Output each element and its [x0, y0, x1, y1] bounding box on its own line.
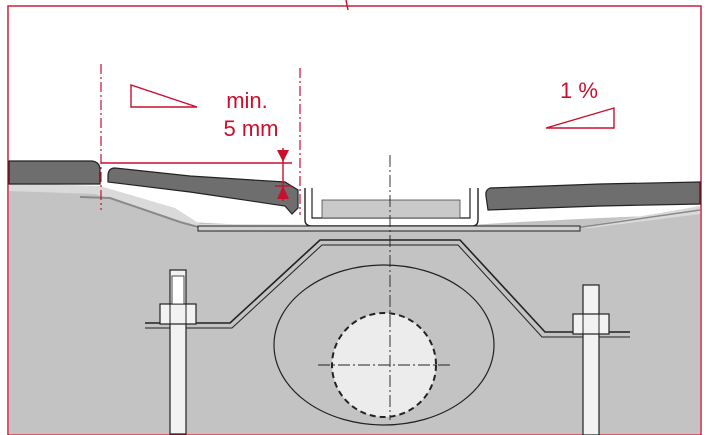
- dim-arrows: [275, 148, 292, 201]
- membrane-line: [79, 196, 206, 230]
- bolt-left: [159, 269, 197, 435]
- label-5mm: 5 mm: [224, 116, 279, 141]
- slope-triangle-right: [545, 107, 615, 129]
- slab-right: [485, 181, 701, 211]
- label-slope: 1 %: [560, 78, 598, 103]
- flange-plate: [197, 225, 581, 232]
- slab-left: [8, 160, 101, 185]
- slab-center-left: [107, 167, 299, 215]
- membrane-line-right: [574, 209, 701, 229]
- slope-triangle-left: [130, 84, 198, 108]
- diagram-frame: [7, 5, 702, 435]
- bolt-right: [572, 284, 610, 435]
- membrane-band: [9, 183, 700, 230]
- label-min: min.: [226, 88, 268, 113]
- grate-inner: [321, 199, 461, 219]
- frame-top-tick: [345, 0, 349, 11]
